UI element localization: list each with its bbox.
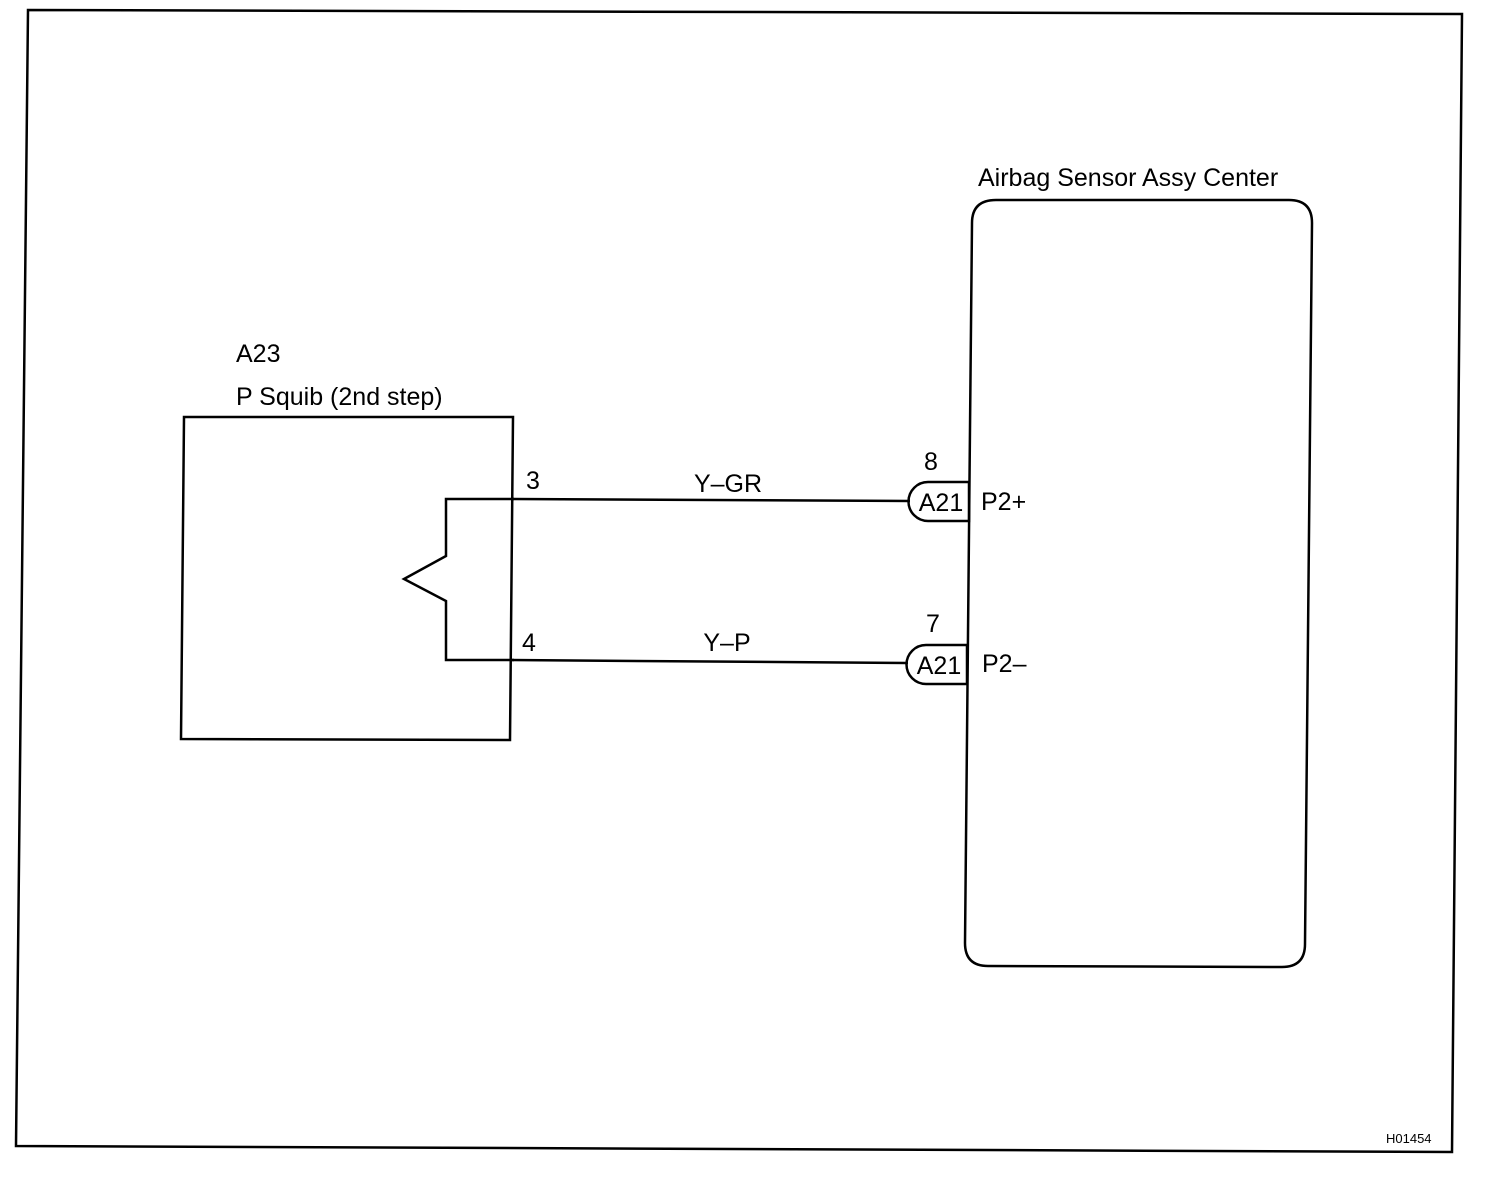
wire-bottom	[509, 658, 909, 665]
sensor-box	[963, 198, 1314, 969]
squib-pin-bottom: 4	[522, 629, 536, 657]
terminal-p2-plus: P2+	[981, 488, 1026, 516]
sensor-pin-8: 8	[924, 448, 938, 476]
sensor-pin-7: 7	[926, 610, 940, 638]
connector-badge-top	[907, 480, 971, 523]
squib-connector-id: A23	[236, 340, 280, 368]
wire-color-top: Y–GR	[694, 470, 762, 498]
wire-color-bottom: Y–P	[703, 629, 750, 657]
outer-frame	[14, 8, 1464, 1154]
connector-id-bottom: A21	[917, 652, 961, 680]
terminal-p2-minus: P2–	[982, 650, 1027, 678]
figure-code: H01454	[1386, 1131, 1432, 1146]
sensor-name: Airbag Sensor Assy Center	[978, 164, 1278, 192]
connector-id-top: A21	[919, 489, 963, 517]
wire-top	[512, 497, 911, 503]
connector-badge-bottom	[905, 643, 969, 686]
squib-pin-top: 3	[526, 467, 540, 495]
squib-box	[179, 415, 515, 742]
squib-name: P Squib (2nd step)	[236, 383, 443, 411]
squib-element	[401, 497, 514, 662]
